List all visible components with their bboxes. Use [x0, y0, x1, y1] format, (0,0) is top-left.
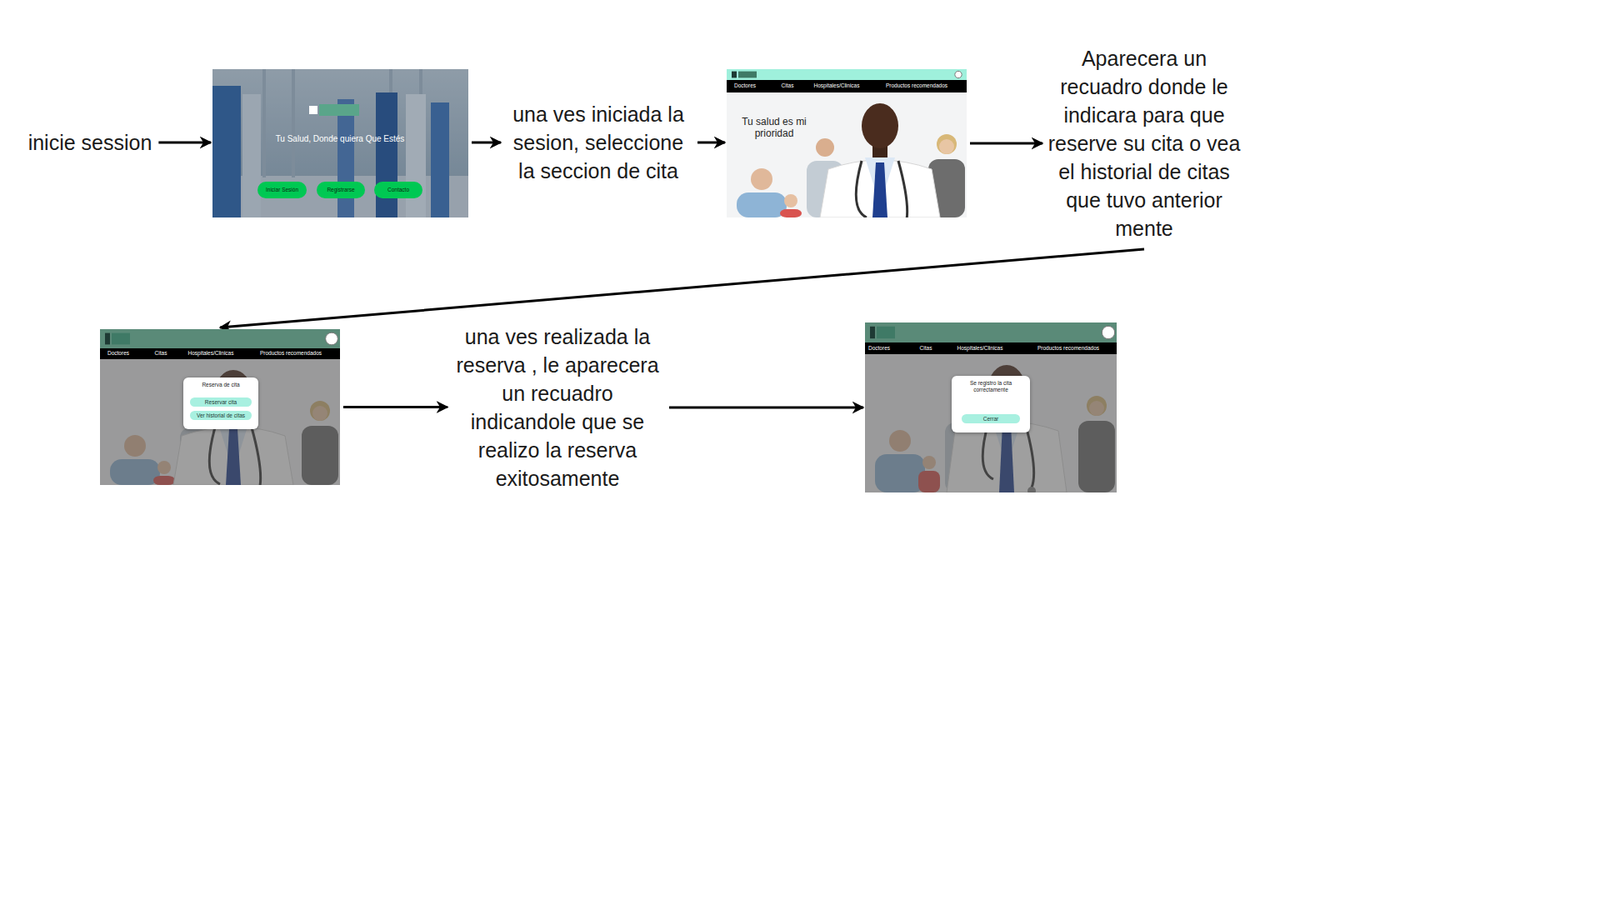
person-hair [936, 134, 957, 155]
logo-icon [309, 105, 318, 115]
logo [319, 104, 360, 116]
dialog-box: Reserva de citaReservar citaVer historia… [183, 377, 259, 430]
dialog-title: Reserva de cita [186, 381, 255, 389]
button: Ver historial de citas [190, 410, 252, 420]
button-label: Contacto [387, 186, 410, 194]
button: Registrarse [316, 181, 365, 199]
flow-arrow [669, 406, 864, 410]
top-bar [100, 329, 340, 349]
step-text: una ves iniciada la sesion, seleccione l… [505, 100, 691, 185]
nav-item: Hospitales/Clinicas [942, 345, 1018, 353]
flow-arrow [970, 142, 1043, 145]
person-head [750, 168, 773, 190]
screenshot: DoctoresCitasHospitales/ClinicasProducto… [100, 329, 340, 485]
nav-bar [865, 342, 1117, 355]
button: Reservar cita [190, 397, 252, 407]
nav-item: Productos recomendados [245, 350, 337, 358]
step-text: una ves realizada la reserva , le aparec… [452, 322, 663, 493]
button: Cerrar [961, 414, 1020, 424]
nav-item: Hospitales/Clinicas [173, 350, 249, 358]
user-icon [325, 332, 339, 345]
step-text: inicie session [25, 125, 156, 160]
flow-arrow [343, 405, 448, 409]
nav-bar [100, 348, 340, 360]
nav-item: Citas [135, 350, 186, 358]
step-text: una ves realizada la reserva , le aparec… [449, 319, 666, 496]
logo [876, 326, 895, 339]
nav-item: Doctores [865, 345, 917, 353]
user-icon [1101, 325, 1115, 339]
photo-ground [726, 92, 967, 218]
button-label: Cerrar [983, 415, 999, 423]
button: Iniciar Sesión [257, 181, 307, 199]
stethoscope [898, 160, 908, 218]
nav-item: Doctores [726, 82, 783, 90]
nav-item: Productos recomendados [1022, 345, 1115, 353]
step-text: una ves iniciada la sesion, seleccione l… [502, 96, 695, 189]
dialog-box: Se registro la cita correctamenteCerrar [951, 375, 1030, 433]
top-bar [865, 322, 1117, 343]
button: Contacto [374, 181, 423, 199]
nav-item: Productos recomendados [870, 82, 963, 90]
person-head [815, 138, 835, 157]
child-head [784, 194, 798, 208]
flow-arrow [471, 141, 501, 145]
logo-icon [731, 71, 737, 79]
logo-icon [105, 333, 110, 345]
flow-arrow [697, 141, 725, 145]
doctor-tie [872, 162, 888, 218]
doctor-coat [820, 160, 940, 218]
dim-overlay [865, 354, 1117, 493]
user-icon [955, 70, 962, 78]
step-text: Aparecera un recuadro donde le indicara … [1047, 44, 1241, 243]
image-overlay [212, 69, 469, 218]
doctor-head [861, 103, 899, 149]
button-label: Ver historial de citas [196, 412, 245, 420]
screenshot-image [726, 69, 967, 218]
nav-item: Doctores [100, 350, 156, 358]
step-text: Aparecera un recuadro donde le indicara … [1044, 40, 1245, 246]
screenshot: DoctoresCitasHospitales/ClinicasProducto… [726, 69, 967, 218]
logo [738, 71, 757, 79]
flow-arrow [220, 249, 1145, 328]
button-label: Iniciar Sesión [265, 186, 299, 194]
hero-title: Tu Salud, Donde quiera Que Estés [227, 134, 453, 145]
hero-title: Tu salud es mi prioridad [730, 115, 818, 140]
button-label: Registrarse [326, 186, 355, 194]
dim-overlay [100, 359, 340, 485]
logo-icon [870, 326, 875, 339]
screenshot: Tu Salud, Donde quiera Que EstésIniciar … [212, 69, 469, 218]
step-text: inicie session [28, 128, 153, 157]
logo [111, 333, 130, 345]
child-body [780, 209, 802, 218]
button-label: Reservar cita [205, 399, 237, 406]
photo-ground [865, 354, 1117, 493]
nav-item: Citas [762, 82, 813, 90]
corridor [212, 69, 469, 218]
flow-arrow [158, 141, 211, 145]
top-bar [726, 69, 967, 80]
dialog-message: Se registro la cita correctamente [955, 380, 1027, 394]
person-head [939, 139, 955, 155]
photo-ground [100, 359, 340, 485]
nav-item: Hospitales/Clinicas [799, 82, 875, 90]
screenshot: DoctoresCitasHospitales/Clinicas Producto… [865, 322, 1117, 493]
nav-bar [726, 80, 967, 93]
nav-item: Citas [900, 345, 951, 353]
person-body [736, 192, 787, 218]
stethoscope [855, 160, 867, 218]
